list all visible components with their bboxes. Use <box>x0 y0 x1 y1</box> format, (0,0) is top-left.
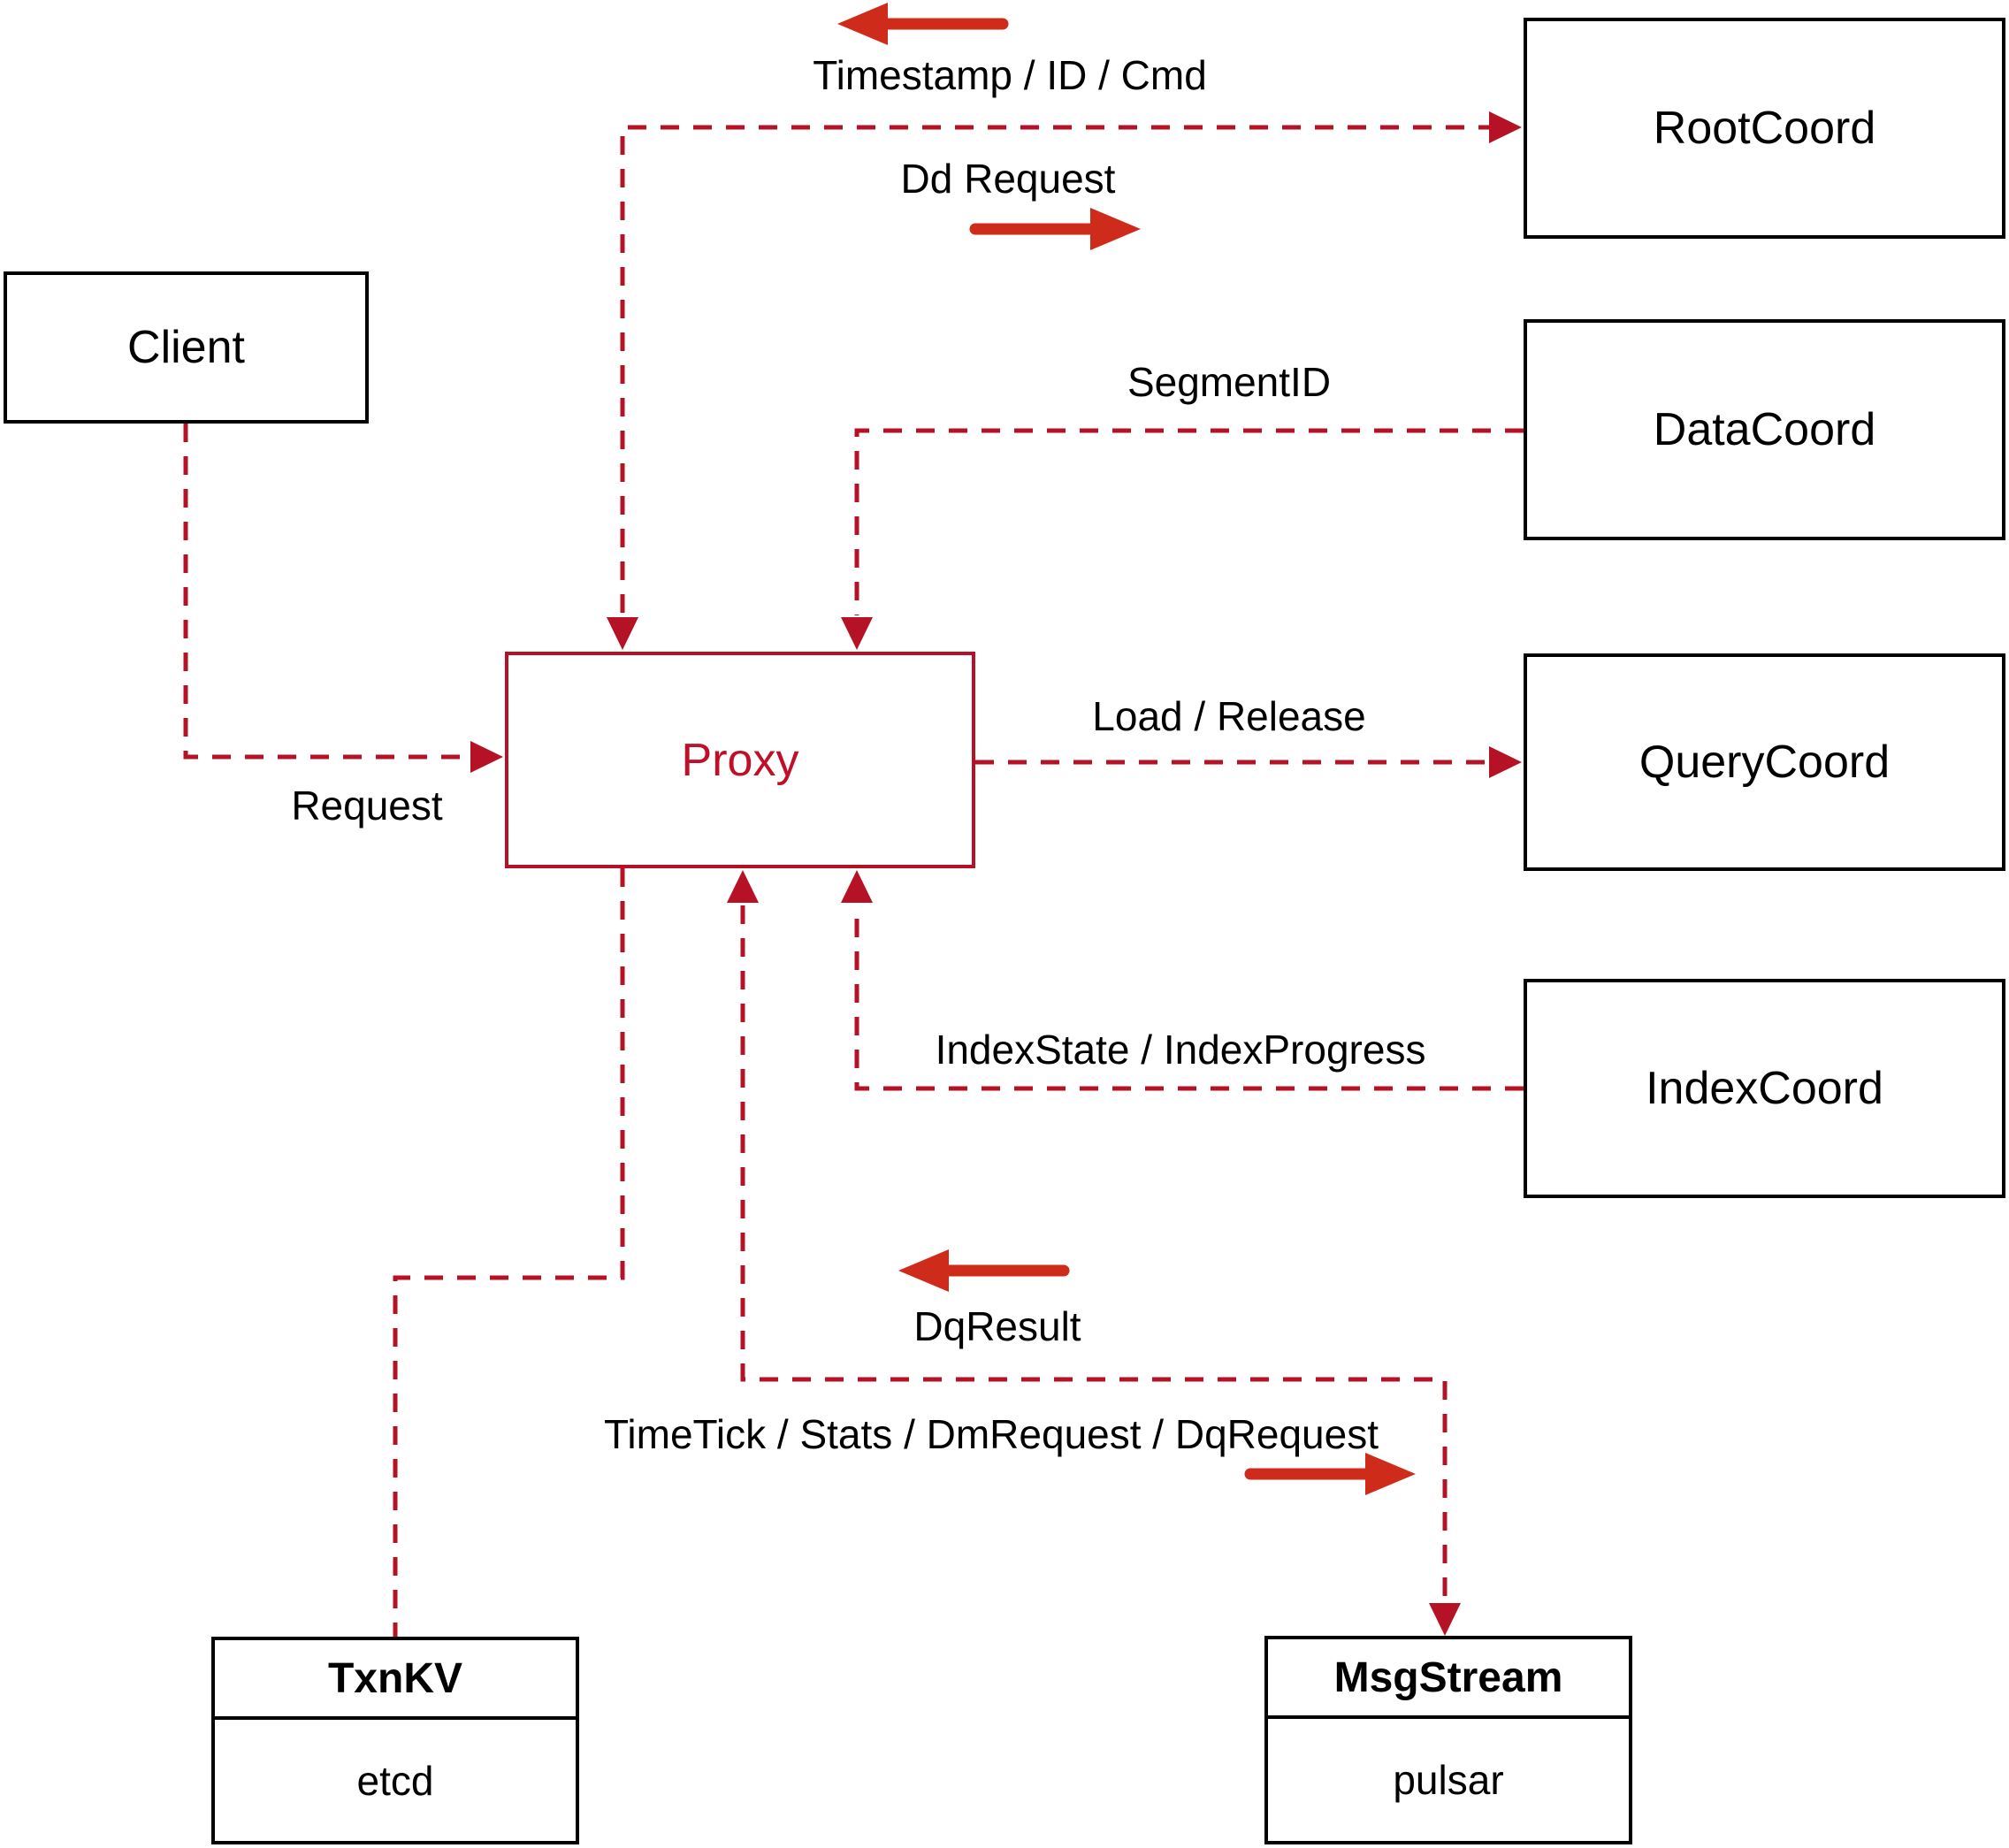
label-dqresult: DqResult <box>913 1303 1081 1349</box>
node-indexcoord-label: IndexCoord <box>1646 1063 1883 1114</box>
edge-proxy-txnkv-line <box>393 868 625 1637</box>
node-msgstream: MsgStream pulsar <box>1264 1636 1632 1844</box>
label-indexstate-indexprogress: IndexState / IndexProgress <box>935 1027 1426 1073</box>
node-msgstream-title: MsgStream <box>1268 1639 1629 1719</box>
edge-client-proxy-arrowhead <box>470 741 503 773</box>
edge-proxy-rootcoord-arrowhead-right <box>1489 111 1522 143</box>
edge-proxy-msgstream-line <box>740 905 1448 1602</box>
node-proxy-label: Proxy <box>681 734 799 786</box>
label-load-release: Load / Release <box>1092 693 1366 739</box>
node-msgstream-impl: pulsar <box>1393 1757 1504 1803</box>
edge-proxy-msgstream-arrowhead-up <box>727 870 759 903</box>
node-txnkv-title: TxnKV <box>215 1640 576 1720</box>
edge-proxy-querycoord-arrowhead <box>1489 746 1522 778</box>
arrow-right-dd-request-head <box>1090 208 1141 250</box>
node-querycoord-label: QueryCoord <box>1639 737 1891 788</box>
edge-client-proxy-line <box>183 424 477 760</box>
node-txnkv-impl: etcd <box>356 1757 434 1804</box>
arrow-left-timestamp-head <box>837 3 888 45</box>
node-datacoord: DataCoord <box>1524 319 2005 540</box>
label-timetick-stats-dmrequest-dqrequest: TimeTick / Stats / DmRequest / DqRequest <box>604 1411 1379 1457</box>
node-rootcoord-label: RootCoord <box>1653 103 1876 154</box>
node-client-label: Client <box>127 322 245 373</box>
edge-datacoord-proxy-arrowhead <box>841 617 873 650</box>
node-datacoord-label: DataCoord <box>1653 404 1876 455</box>
edge-proxy-rootcoord-arrowhead-down <box>607 617 638 650</box>
label-request: Request <box>291 783 443 829</box>
edge-datacoord-proxy-line <box>854 428 1524 615</box>
label-dd-request: Dd Request <box>900 156 1116 202</box>
node-indexcoord: IndexCoord <box>1524 979 2005 1198</box>
label-timestamp-id-cmd: Timestamp / ID / Cmd <box>813 52 1207 98</box>
direction-arrows <box>837 3 1416 1495</box>
arrow-left-dqresult-head <box>898 1249 949 1292</box>
edge-proxy-msgstream-arrowhead-down <box>1429 1603 1461 1636</box>
edge-indexcoord-proxy-line <box>854 905 1524 1091</box>
node-proxy: Proxy <box>505 652 975 868</box>
node-querycoord: QueryCoord <box>1524 653 2005 871</box>
node-txnkv: TxnKV etcd <box>211 1637 579 1844</box>
label-segmentid: SegmentID <box>1127 359 1332 405</box>
node-rootcoord: RootCoord <box>1524 18 2005 239</box>
arrow-right-timetick-head <box>1365 1453 1416 1495</box>
edge-indexcoord-proxy-arrowhead <box>841 870 873 903</box>
node-client: Client <box>4 271 369 424</box>
dashed-connectors <box>183 111 1524 1637</box>
edge-proxy-rootcoord-line <box>620 125 1499 645</box>
